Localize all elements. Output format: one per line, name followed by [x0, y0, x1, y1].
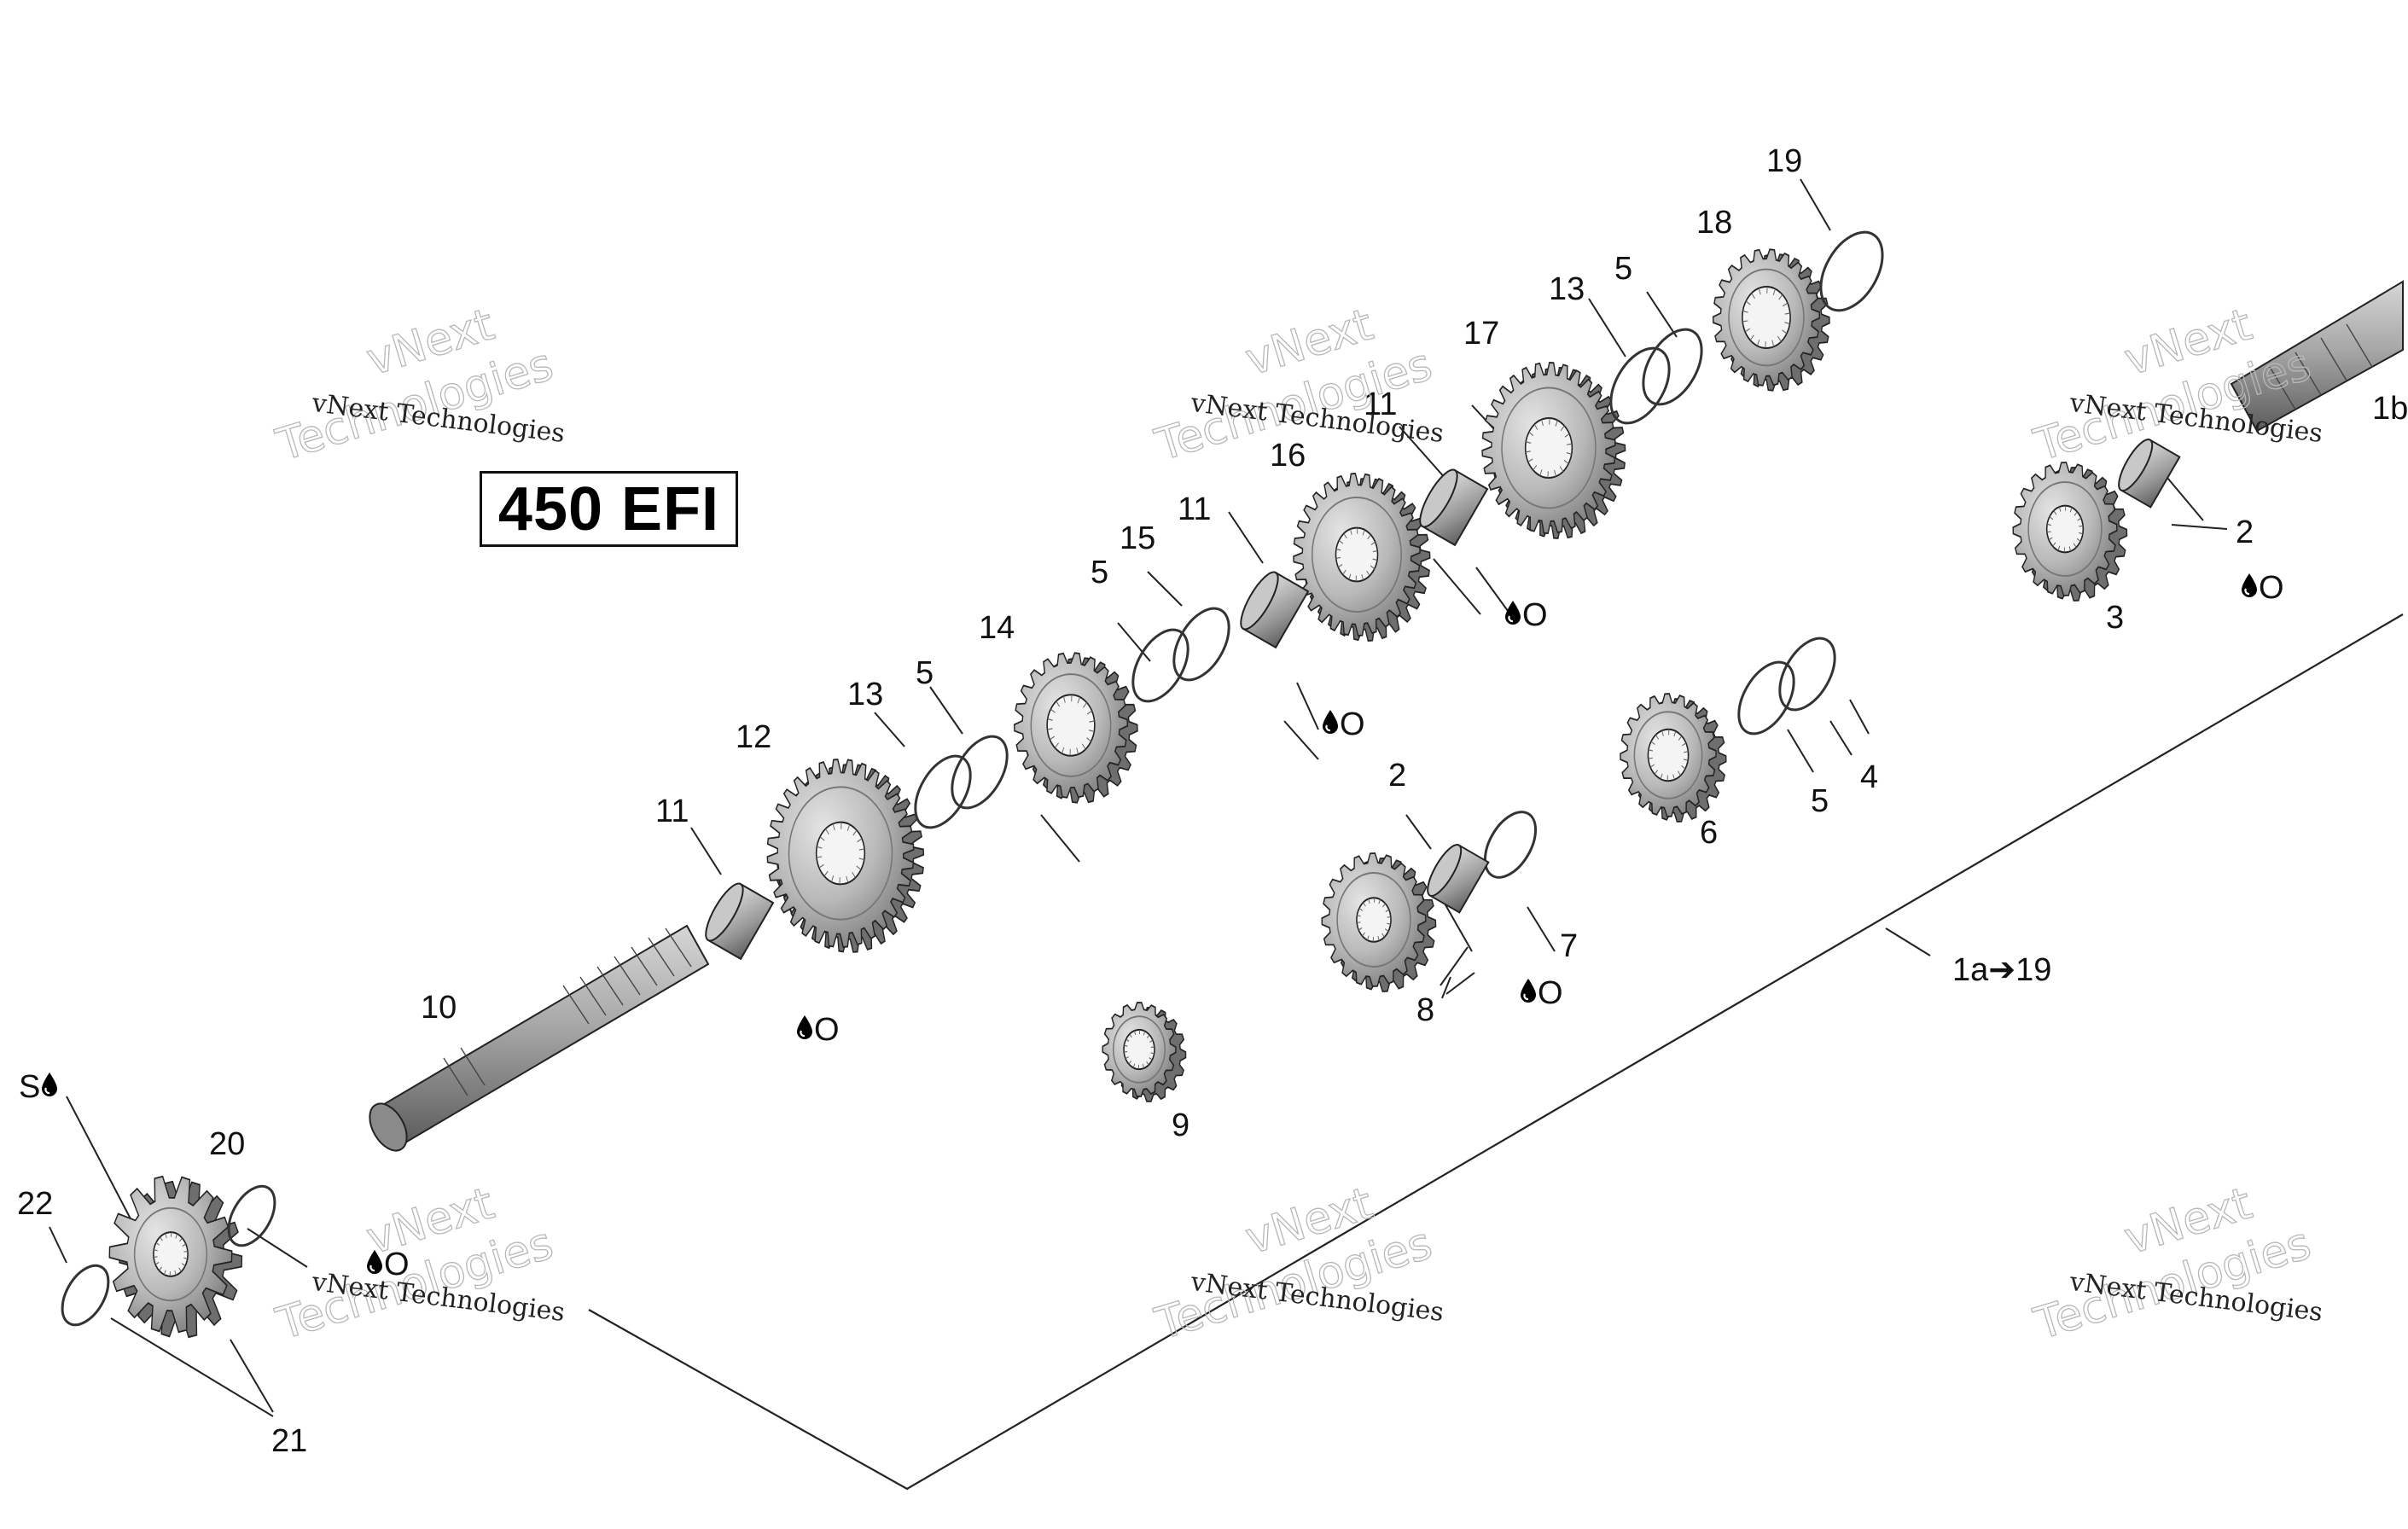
bushing-11c [705, 882, 775, 961]
part-callout-10: 10 [421, 990, 457, 1026]
gear-18 [1712, 248, 1830, 392]
oil-drop-icon [367, 1250, 382, 1274]
leader-lines [49, 178, 2228, 1417]
gear-17 [1481, 362, 1626, 539]
oil-drop-icon [797, 1015, 812, 1039]
part-callout-20: 20 [209, 1126, 246, 1162]
oil-symbol-callout: O [1321, 708, 1365, 741]
part-callout-2: 2 [1388, 758, 1407, 794]
part-callout-14: 14 [979, 610, 1015, 646]
washer-15 [1172, 607, 1230, 682]
washer-13a [1609, 346, 1671, 425]
washers-group [61, 230, 1884, 1327]
callout-text: S [19, 1069, 41, 1105]
washer-5d [1737, 660, 1795, 735]
washer-5b [1131, 628, 1189, 703]
part-callout-3: 3 [2106, 600, 2125, 636]
part-callout-17: 17 [1463, 316, 1500, 352]
part-callout-21: 21 [271, 1423, 308, 1459]
part-callout-5: 5 [1614, 251, 1633, 287]
part-callout-2: 2 [2236, 515, 2254, 550]
output-shaft-fragment [2230, 280, 2404, 433]
part-callout-18: 18 [1696, 205, 1733, 241]
washer-19 [1819, 230, 1884, 312]
oil-symbol-callout: O [365, 1248, 410, 1281]
part-callout-5: 5 [1091, 555, 1109, 590]
bushings-group [705, 439, 2181, 961]
bushing-11b [1240, 571, 1310, 649]
part-callout-22: 22 [17, 1186, 54, 1222]
part-callout-13: 13 [1549, 271, 1585, 307]
gear-8 [1321, 852, 1437, 992]
part-callout-6: 6 [1700, 815, 1719, 851]
oil-symbol-callout: O [795, 1014, 840, 1046]
washer-20 [227, 1184, 276, 1247]
oil-symbol-callout: O [1504, 599, 1548, 631]
part-callout-7: 7 [1560, 928, 1579, 964]
oil-symbol-callout: O [1519, 977, 1563, 1009]
part-callout-15: 15 [1120, 520, 1156, 556]
part-callout-1b: 1b [2372, 391, 2408, 427]
assembly-bracket-lines [588, 613, 2404, 1491]
part-callout-5: 5 [1811, 783, 1829, 819]
sprocket-21 [108, 1175, 243, 1339]
gear-6 [1620, 693, 1727, 823]
oil-drop-icon [1323, 710, 1338, 734]
part-callout-19: 19 [1766, 143, 1803, 179]
part-callout-9: 9 [1172, 1108, 1190, 1143]
part-callout-11: 11 [655, 794, 689, 829]
callout-text: O [1522, 597, 1548, 633]
oil-drop-icon [1505, 601, 1521, 625]
model-label: 450 EFI [497, 474, 720, 544]
oil-symbol-callout: O [2240, 572, 2284, 604]
gear-14 [1013, 652, 1138, 804]
part-callout-4: 4 [1860, 759, 1879, 795]
part-callout-8: 8 [1416, 992, 1435, 1028]
bushing-2a [2118, 439, 2181, 509]
washer-22 [61, 1264, 110, 1327]
gear-16 [1293, 473, 1431, 642]
callout-text: O [2259, 570, 2284, 606]
oil-drop-icon [2242, 573, 2257, 597]
bushing-11a [1419, 468, 1489, 547]
model-label-box: 450 EFI [480, 471, 738, 547]
gear-3 [2012, 462, 2128, 602]
washer-5c [951, 735, 1009, 810]
gears-group [108, 248, 2128, 1339]
oil-drop-icon [1521, 979, 1536, 1003]
part-callout-S: S [19, 1071, 59, 1103]
part-callout-5: 5 [916, 655, 934, 691]
callout-text: O [1538, 975, 1563, 1011]
main-shaft [369, 924, 710, 1152]
part-callout-12: 12 [736, 719, 772, 755]
bushing-2b [1427, 844, 1490, 914]
part-callout-11: 11 [1178, 491, 1212, 527]
part-callout-13: 13 [847, 677, 884, 712]
part-callout-16: 16 [1270, 438, 1306, 474]
part-callout-11: 11 [1364, 387, 1398, 422]
callout-text: O [814, 1012, 840, 1048]
washer-7 [1483, 811, 1538, 879]
gear-12 [766, 759, 925, 953]
washer-13b [914, 754, 972, 829]
washer-5a [1642, 328, 1703, 406]
part-callout-1a19: 1a➔19 [1952, 952, 2052, 988]
callout-text: O [1340, 706, 1365, 742]
oil-drop-icon [42, 1073, 58, 1096]
callout-text: O [384, 1247, 410, 1282]
gear-9 [1102, 1002, 1187, 1102]
washer-4 [1778, 637, 1836, 712]
